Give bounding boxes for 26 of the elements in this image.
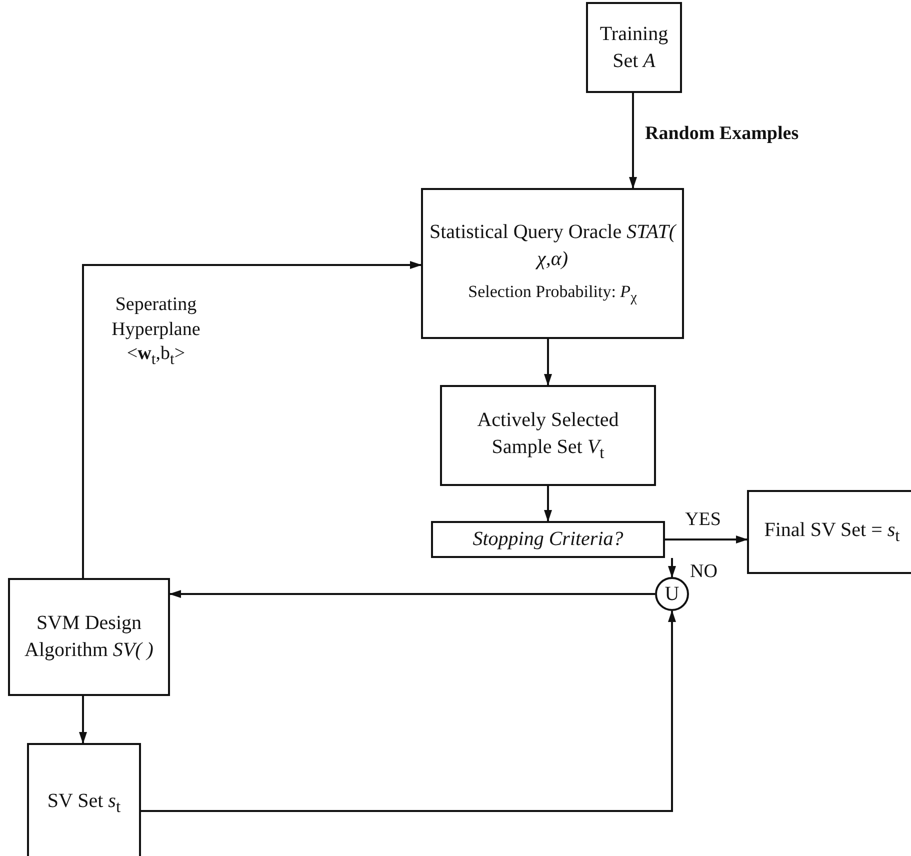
union-circle	[655, 577, 689, 611]
arrow	[668, 558, 676, 578]
node-label: SV Set s$_{t}$	[46, 788, 122, 818]
arrow	[141, 610, 676, 812]
arrow	[544, 339, 552, 386]
arrow	[79, 696, 87, 744]
node-label: Stopping Criteria?	[472, 527, 624, 552]
arrow	[629, 93, 637, 189]
node-label: Statistical Query Oracle STAT( χ,α)	[428, 220, 678, 272]
arrow	[169, 590, 655, 598]
process-box	[8, 578, 170, 696]
process-box	[421, 188, 684, 339]
decision-box	[431, 521, 665, 558]
arrow	[82, 261, 422, 578]
node-label: Final SV Set = s$_{t}$	[763, 518, 901, 547]
process-box	[586, 2, 682, 93]
process-box	[440, 385, 656, 486]
process-box	[27, 743, 141, 856]
node-label: SVM Design Algorithm SV( )	[24, 611, 154, 663]
union-symbol: U	[664, 584, 680, 604]
arrow	[544, 486, 552, 522]
arrow	[665, 536, 748, 544]
node-label: Actively Selected Sample Set V$_{t}$	[476, 408, 620, 464]
node-label: Selection Probability: P$_{χ}$	[467, 281, 638, 308]
process-box	[747, 490, 911, 574]
node-label: Training Set A	[598, 22, 670, 74]
